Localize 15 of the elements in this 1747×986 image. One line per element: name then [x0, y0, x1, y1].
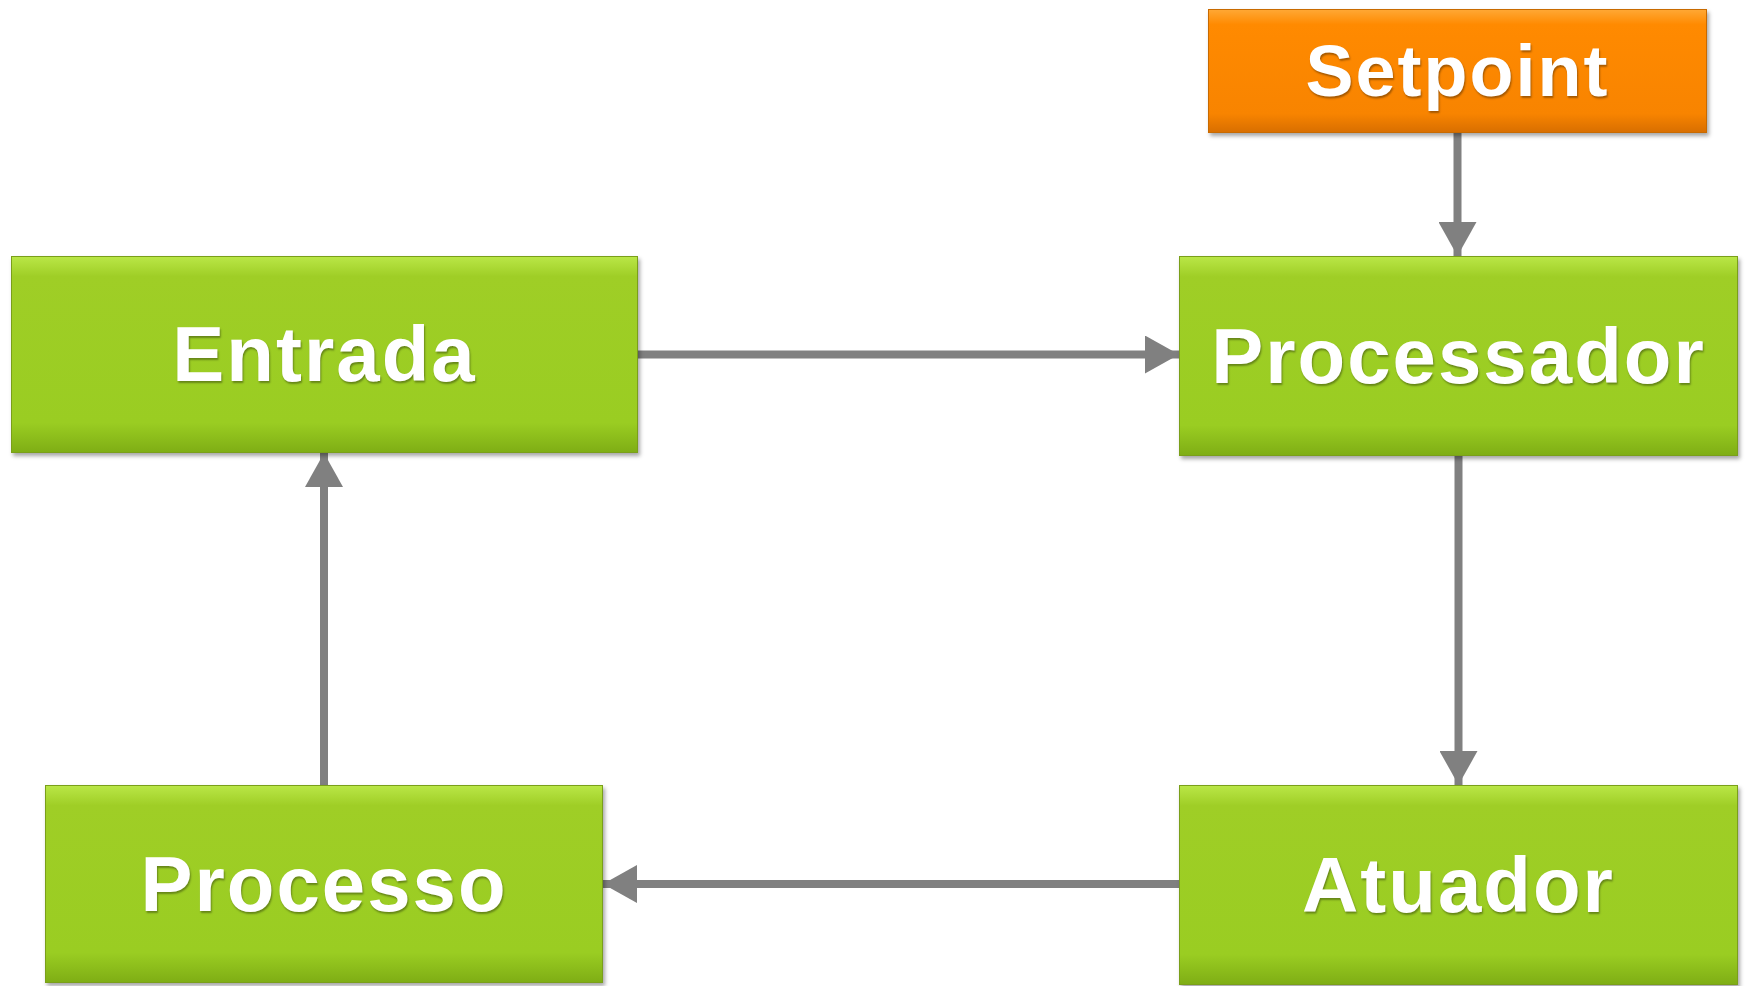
arrow — [1439, 456, 1478, 785]
box-label: Atuador — [1302, 839, 1615, 931]
process-box — [1179, 256, 1738, 456]
process-box — [11, 256, 638, 453]
process-box — [1208, 9, 1707, 133]
arrow — [1438, 133, 1477, 256]
arrow — [603, 865, 1179, 903]
box-label: Processo — [140, 838, 508, 930]
box-label: Entrada — [172, 309, 477, 400]
arrow — [638, 335, 1179, 374]
box-label: Setpoint — [1305, 30, 1610, 112]
process-box — [1179, 785, 1738, 985]
process-box — [45, 785, 603, 983]
arrow — [305, 453, 343, 785]
box-label: Processador — [1211, 310, 1706, 402]
